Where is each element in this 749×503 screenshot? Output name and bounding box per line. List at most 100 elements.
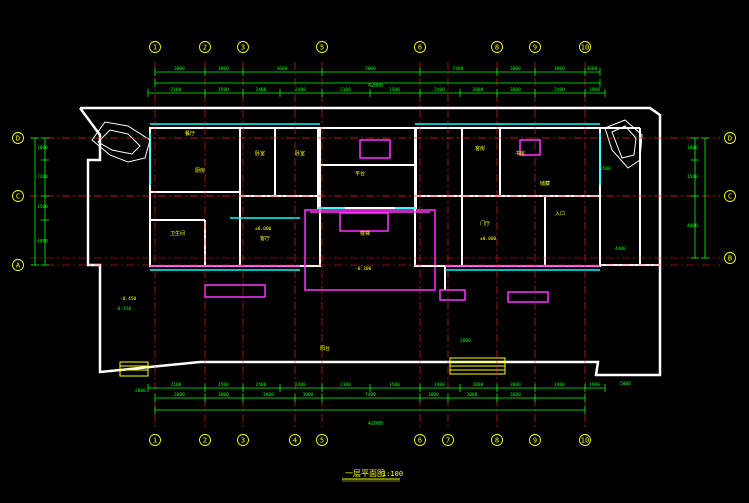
axis-bubble-top (237, 41, 249, 53)
axis-bubble-top-label: 8 (495, 44, 499, 52)
bottom-dim-chain-label: 3000 (174, 392, 185, 398)
axis-bubble-top (414, 41, 426, 53)
elevation-label: ±0.000 (255, 226, 272, 232)
room-label: 餐厅 (185, 130, 195, 137)
axis-bubble-bottom (237, 434, 249, 446)
axis-bubble-bottom-label: 1 (153, 437, 157, 445)
note-dimension: 4400 (615, 246, 626, 252)
room-label: 储藏 (540, 180, 550, 187)
axis-bubble-bottom-label: 9 (533, 437, 537, 445)
entrance-steps (119, 357, 506, 377)
top-dim-chain-label: 3000 (174, 66, 185, 72)
axis-bubble-top (199, 41, 211, 53)
window-lines (149, 123, 601, 271)
bottom-detail-chain-label: 3000 (510, 382, 521, 388)
axis-bubble-bottom-label: 10 (581, 437, 589, 445)
room-label: 客厅 (260, 235, 270, 242)
axis-bubble-top (491, 41, 503, 53)
axis-bubble-top (316, 41, 328, 53)
left-dim-chain-label: 1800 (37, 145, 48, 151)
axis-bubble-bottom (491, 434, 503, 446)
room-label: 平台 (355, 170, 365, 177)
axis-bubble-top-label: 6 (418, 44, 422, 52)
room-label: 卧室 (295, 150, 305, 157)
note-dimension: 5000 (620, 381, 631, 387)
axis-bubble-right-label: C (728, 193, 732, 201)
axis-grid-lines (30, 62, 720, 430)
axis-bubble-bottom-label: 8 (495, 437, 499, 445)
bottom-detail-chain-label: 2100 (340, 382, 351, 388)
bottom-detail-chain-label: 1500 (218, 382, 229, 388)
bottom-detail-chain-label: 2100 (171, 382, 182, 388)
drawing-title-block: 一层平面图 1:100 (342, 469, 403, 482)
note-dimension: 2800 (135, 388, 146, 394)
top-detail-chain-label: 2100 (171, 87, 182, 93)
top-detail-chain-label: 1500 (218, 87, 229, 93)
axis-bubble-bottom (316, 434, 328, 446)
top-dim-chain-label: 3000 (510, 66, 521, 72)
bottom-dim-chain-label: 3000 (218, 392, 229, 398)
axis-bubble-top-label: 1 (153, 44, 157, 52)
top-detail-chain-label: 3000 (473, 87, 484, 93)
note-dimension: -0.450 (115, 306, 132, 312)
bottom-dim-chain-label: 7400 (365, 392, 376, 398)
axis-bubble-bottom (442, 434, 454, 446)
top-dim-chain-label: 7400 (453, 66, 464, 72)
note-dimension: 2800 (460, 338, 471, 344)
axis-bubble-bottom (579, 434, 591, 446)
axis-bubble-bottom (199, 434, 211, 446)
bottom-dim-chain-label: 3000 (428, 392, 439, 398)
axis-bubble-right-label: D (728, 135, 732, 143)
elevation-label: -0.450 (120, 296, 137, 302)
bottom-detail-chain-label: 2400 (295, 382, 306, 388)
room-labels: 餐厅厨房卫生间客厅卧室卧室客房书房门厅入口平台楼梯储藏阳台±0.000-0.45… (120, 130, 565, 352)
top-dim-chain-label: 3600 (277, 66, 288, 72)
bottom-dim-chain-label: 3000 (303, 392, 314, 398)
axis-bubble-top (579, 41, 591, 53)
axis-bubble-bottom-label: 3 (241, 437, 245, 445)
axis-bubble-bottom-label: 6 (418, 437, 422, 445)
bottom-detail-chain-label: 1900 (589, 382, 600, 388)
top-detail-chain-label: 2100 (340, 87, 351, 93)
total-dimension-bottom: 42000 (368, 421, 383, 427)
axis-bubble-top-label: 2 (203, 44, 207, 52)
top-detail-chain-label: 2400 (256, 87, 267, 93)
axis-bubble-right-label: B (728, 255, 732, 263)
elevation-label: ±0.000 (480, 236, 497, 242)
room-label: 楼梯 (360, 230, 370, 237)
dimension-chains: 3000 3000 3600 3000 7400 3000 3000 3600 2100 1500… (31, 66, 709, 414)
axis-bubble-bottom-label: 5 (320, 437, 324, 445)
axis-bubble-right (724, 190, 736, 202)
axis-bubble-left-label: A (16, 262, 21, 270)
axis-bubble-bottom-label: 2 (203, 437, 207, 445)
drawing-scale: 1:100 (382, 470, 403, 478)
left-dim-chain-label: 1500 (37, 204, 48, 210)
bottom-dim-chain-label: 3600 (510, 392, 521, 398)
room-label: 阳台 (320, 345, 330, 352)
room-label: 门厅 (480, 220, 490, 227)
room-label: 卧室 (255, 150, 265, 157)
top-dim-chain-label: 3600 (587, 66, 598, 72)
top-detail-chain-label: 2400 (554, 87, 565, 93)
note-dimension: 1500 (600, 166, 611, 172)
axis-bubble-top-label: 3 (241, 44, 245, 52)
bottom-dim-chain-label: 3000 (467, 392, 478, 398)
axis-bubble-left-label: C (16, 193, 20, 201)
axis-bubble-right (724, 252, 736, 264)
room-label: 卫生间 (170, 230, 185, 237)
room-label: 书房 (515, 150, 525, 157)
bottom-detail-chain-label: 3000 (473, 382, 484, 388)
axis-bubble-top (529, 41, 541, 53)
axis-bubble-bottom-label: 4 (293, 437, 297, 445)
elevation-label: -0.300 (355, 266, 372, 272)
total-dimension-top: 42000 (368, 83, 383, 89)
axis-bubble-top-label: 10 (581, 44, 589, 52)
axis-bubble-left-label: D (16, 135, 20, 143)
top-detail-chain-label: 2400 (434, 87, 445, 93)
top-dim-chain-label: 3000 (365, 66, 376, 72)
axis-bubble-bottom (149, 434, 161, 446)
top-detail-chain-label: 2400 (295, 87, 306, 93)
axis-bubble-top (149, 41, 161, 53)
right-dim-chain-label: 4800 (687, 223, 698, 229)
